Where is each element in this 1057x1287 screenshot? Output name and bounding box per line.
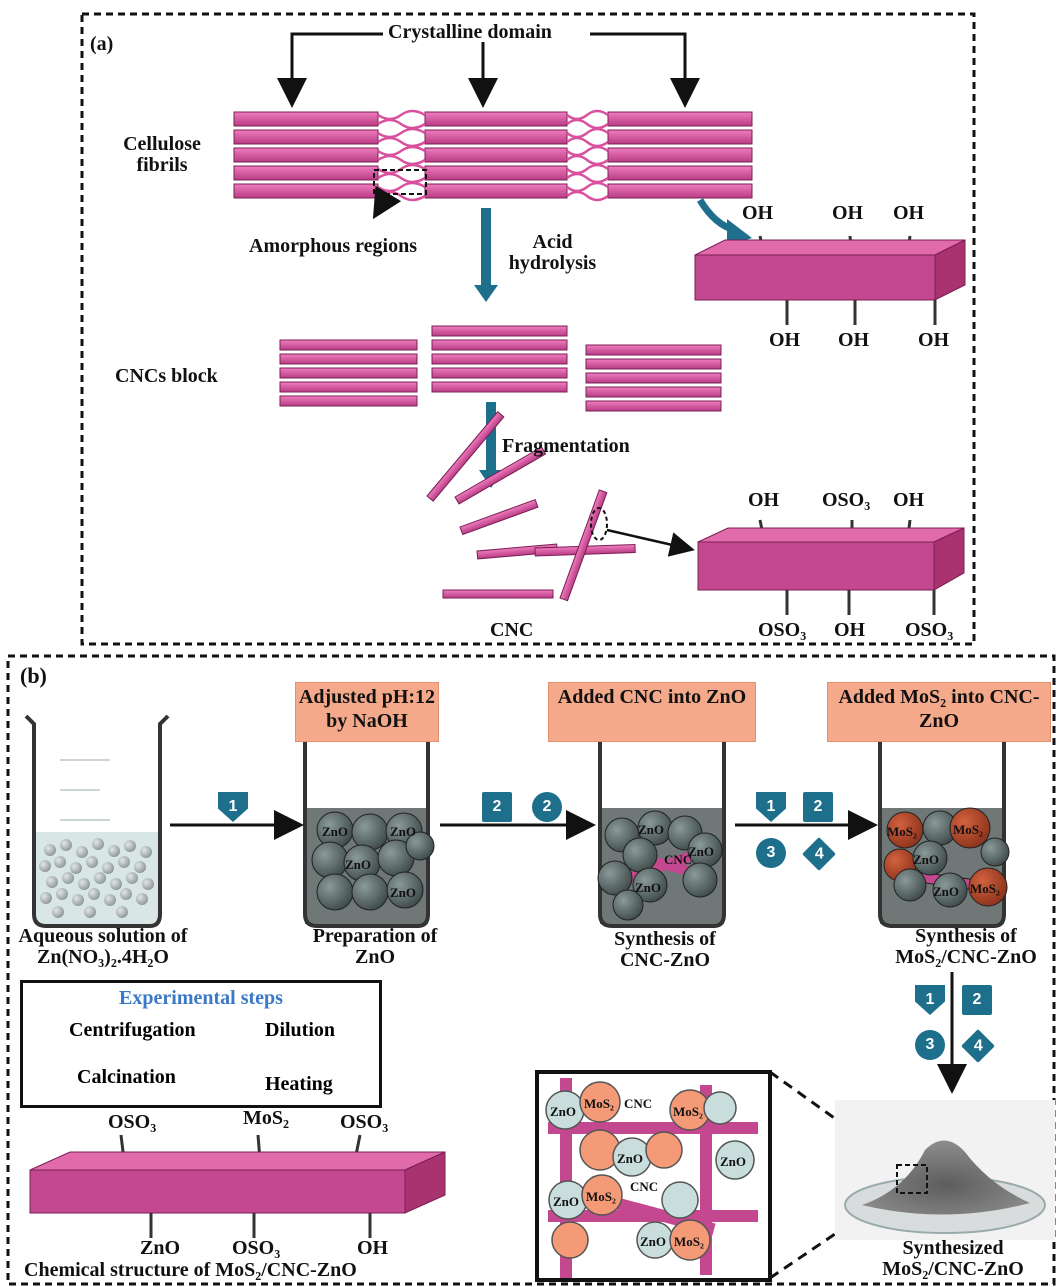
mixed-particles-b4 xyxy=(883,807,1010,908)
amorphous-highlight xyxy=(373,169,427,195)
step-dilution-badge: 2 xyxy=(962,985,992,1015)
chem-group: MoS₂ xyxy=(243,1107,289,1129)
legend-item-calcination: Calcination xyxy=(77,1066,176,1088)
step-number: 4 xyxy=(973,1037,983,1054)
inset-zno-label: ZnO xyxy=(720,1154,747,1169)
step-centrifugation-badge: 3 xyxy=(756,838,786,868)
top-block-group: OH xyxy=(832,202,864,224)
cnc-label: CNC xyxy=(490,619,534,641)
inset-mos2-label: MoS₂ xyxy=(674,1234,704,1249)
legend-box: Experimental steps Centrifugation Diluti… xyxy=(20,980,382,1108)
panel-a-border xyxy=(80,12,976,646)
cnc-label-b3: CNC xyxy=(664,852,693,867)
bottom-block-group: OSO₃ xyxy=(822,489,871,511)
caption-beaker-2: Preparation of ZnO xyxy=(312,925,438,968)
chem-group: ZnO xyxy=(140,1237,181,1259)
zoom-inset xyxy=(535,1070,772,1282)
zno-label: ZnO xyxy=(390,885,417,900)
top-block-group: OH xyxy=(893,202,925,224)
cellulose-fibrils xyxy=(233,109,753,202)
legend-item-centrifugation: Centrifugation xyxy=(69,1019,196,1041)
chem-group: OSO₃ xyxy=(340,1111,389,1133)
cellulose-fibrils-label: Cellulose fibrils xyxy=(123,133,201,176)
zoom-line-bottom xyxy=(769,1188,901,1280)
chem-group: OSO₃ xyxy=(108,1111,157,1133)
zno-particles-b2 xyxy=(311,811,435,911)
mos2-label: MoS₂ xyxy=(953,822,983,837)
top-block-group: OH xyxy=(769,329,801,351)
inset-cnc-label: CNC xyxy=(624,1096,653,1111)
step-dilution-badge: 2 xyxy=(482,792,512,822)
top-block-group: OH xyxy=(742,202,774,224)
inset-zno-label: ZnO xyxy=(617,1151,644,1166)
chem-group: OH xyxy=(357,1237,389,1259)
zno-label: ZnO xyxy=(933,884,960,899)
step-centrifugation-badge: 2 xyxy=(532,792,562,822)
amorphous-pointer xyxy=(372,185,402,220)
zno-label: ZnO xyxy=(345,857,372,872)
caption-beaker-4: Synthesis of MoS₂/CNC-ZnO xyxy=(895,925,1037,968)
oh-block-top xyxy=(694,235,966,325)
inset-cnc-label: CNC xyxy=(630,1179,659,1194)
oso3-block xyxy=(697,519,965,615)
caption-beaker-3: Synthesis of CNC-ZnO xyxy=(614,928,716,971)
zno-label: ZnO xyxy=(322,824,349,839)
note-ph: Adjusted pH:12 by NaOH xyxy=(295,682,439,742)
bottom-block-group: OH xyxy=(834,619,866,641)
chem-group: OSO₃ xyxy=(232,1237,281,1259)
inset-mos2-label: MoS₂ xyxy=(586,1189,616,1204)
zno-label: ZnO xyxy=(688,844,715,859)
mos2-label: MoS₂ xyxy=(887,824,917,839)
caption-beaker-1: Aqueous solution of Zn(NO₃)₂.4H₂O xyxy=(18,925,188,968)
bottom-block-group: OH xyxy=(893,489,925,511)
cnc-highlight xyxy=(590,507,608,541)
chem-structure-caption: Chemical structure of MoS₂/CNC-ZnO xyxy=(24,1259,357,1281)
top-block-group: OH xyxy=(918,329,950,351)
note-add-cnc: Added CNC into ZnO xyxy=(548,682,756,742)
crystalline-arrows xyxy=(277,32,700,108)
inset-zno-label: ZnO xyxy=(553,1194,580,1209)
top-block-group: OH xyxy=(838,329,870,351)
zno-label: ZnO xyxy=(635,880,662,895)
panel-b-label: (b) xyxy=(20,663,47,688)
panel-b-border xyxy=(6,654,1056,1286)
inset-zno-label: ZnO xyxy=(640,1234,667,1249)
chem-structure-block xyxy=(29,1134,446,1238)
acid-hydrolysis-label: Acid hydrolysis xyxy=(508,231,597,274)
zno-label: ZnO xyxy=(913,852,940,867)
bottom-block-group: OSO₃ xyxy=(758,619,807,641)
step-centrifugation-badge: 3 xyxy=(915,1030,945,1060)
legend-item-heating: Heating xyxy=(265,1073,333,1095)
product-caption: Synthesized MoS₂/CNC-ZnO xyxy=(882,1237,1024,1280)
zoom-line-top xyxy=(769,1070,901,1167)
step-number: 4 xyxy=(814,845,824,862)
cncs-block-label: CNCs block xyxy=(115,365,218,387)
seed-particles xyxy=(39,838,154,918)
mos2-label: MoS₂ xyxy=(970,881,1000,896)
legend-title: Experimental steps xyxy=(119,987,283,1009)
inset-mos2-label: MoS₂ xyxy=(584,1096,614,1111)
amorphous-regions-label: Amorphous regions xyxy=(249,235,417,257)
inset-mos2-label: MoS₂ xyxy=(673,1104,703,1119)
to-block-arrowhead xyxy=(727,219,752,246)
inset-zno-label: ZnO xyxy=(550,1104,577,1119)
zno-particles-b3 xyxy=(597,810,723,921)
crystalline-domain-label: Crystalline domain xyxy=(388,21,552,43)
note-add-mos2: Added MoS₂ into CNC-ZnO xyxy=(827,682,1051,742)
panel-a-label: (a) xyxy=(90,33,114,55)
zno-label: ZnO xyxy=(390,824,417,839)
cnc-pointer xyxy=(606,528,695,557)
fragmentation-label: Fragmentation xyxy=(502,435,630,457)
bottom-block-group: OH xyxy=(748,489,780,511)
product-dish xyxy=(835,1100,1055,1240)
cncs-blocks xyxy=(279,325,722,412)
bottom-block-group: OSO₃ xyxy=(905,619,954,641)
step-dilution-badge: 2 xyxy=(803,792,833,822)
zno-label: ZnO xyxy=(638,822,665,837)
cnc-rods xyxy=(426,411,636,602)
acid-hydrolysis-arrow xyxy=(474,208,498,302)
legend-item-dilution: Dilution xyxy=(265,1019,336,1041)
